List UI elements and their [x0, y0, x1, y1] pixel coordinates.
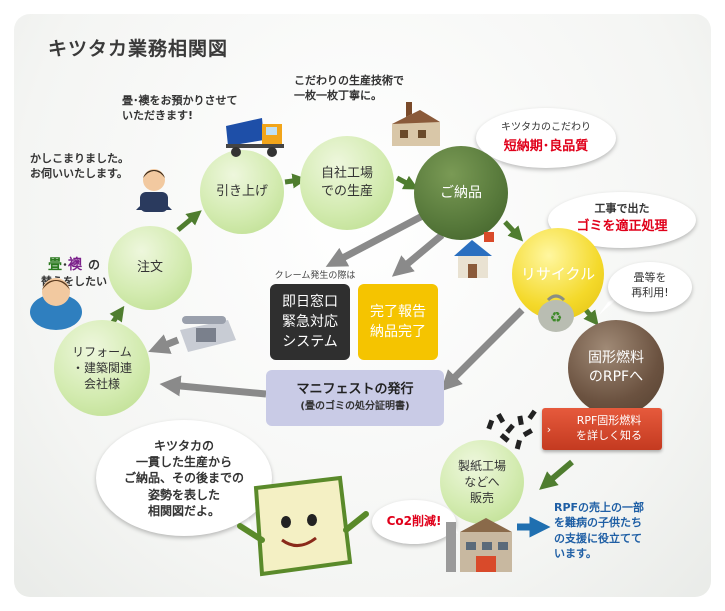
quality-bubble — [476, 108, 616, 168]
arrow-delivery-to-recycle — [503, 220, 524, 242]
arrow-phone-to-reform — [148, 334, 180, 354]
page-title: キツタカ業務相関図 — [48, 38, 229, 60]
truck-icon — [226, 118, 284, 157]
arrow-manifest-to-reform — [159, 375, 267, 398]
customer-person-icon — [30, 278, 82, 330]
tatami-mascot-icon — [237, 475, 369, 577]
disposal-bubble-top: 工事で出た — [594, 202, 650, 215]
claim-label: クレーム発生の際は — [274, 271, 356, 281]
house-icon — [454, 232, 494, 278]
quality-bubble-top: キツタカのこだわり — [501, 122, 591, 133]
customer-speech-tatami: 畳 — [47, 257, 62, 274]
arrow-pickup-to-factory — [284, 173, 308, 189]
node-delivery: ご納品 — [414, 146, 508, 240]
customer-speech-fusuma: 襖 — [68, 257, 82, 274]
arrow-factory-to-delivery — [395, 175, 419, 190]
customer-speech-no: の — [88, 258, 101, 273]
fuel-pellets-icon — [486, 409, 537, 450]
manifest-title: マニフェストの発行 — [296, 382, 414, 398]
completion-report-box: 完了報告 納品完了 — [358, 284, 438, 360]
arrow-button-to-papermill — [539, 459, 574, 490]
node-factory: 自社工場 での生産 — [300, 136, 394, 230]
reuse-bubble-text: 畳等を 再利用! — [631, 271, 669, 299]
arrow-recycle-to-manifest — [440, 307, 525, 392]
disposal-bubble-bottom: ゴミを適正処理 — [576, 219, 668, 234]
summary-bubble — [96, 420, 272, 536]
staff-speech: かしこまりました。 お伺いいたします。 — [30, 152, 129, 180]
reuse-bubble — [608, 262, 692, 312]
paper-mill-icon — [446, 518, 512, 572]
manifest-box: マニフェストの発行 (畳のゴミの処分証明書) — [266, 370, 444, 426]
summary-bubble-text: キツタカの 一貫した生産から ご納品、その後までの 姿勢を表した 相関図だよ。 — [123, 439, 244, 518]
quality-bubble-bottom: 短納期･良品質 — [503, 139, 589, 154]
customer-speech-dot: ･ — [61, 258, 68, 273]
arrow-order-to-pickup — [176, 210, 202, 232]
rpf-details-label: RPF固形燃料 を詳しく知る — [576, 414, 642, 442]
craft-speech: こだわりの生産技術で 一枚一枚丁寧に。 — [294, 74, 404, 102]
node-paper-mill: 製紙工場 などへ 販売 — [440, 440, 524, 524]
manifest-subtitle: (畳のゴミの処分証明書) — [300, 401, 410, 413]
rpf-donation-text: RPFの売上の一部 を難病の子供たち の支援に役立てて います。 — [554, 501, 645, 561]
same-day-response-box: 即日窓口 緊急対応 システム — [270, 284, 350, 360]
node-pickup: 引き上げ — [200, 150, 284, 234]
rpf-details-button[interactable]: › RPF固形燃料 を詳しく知る — [542, 408, 662, 450]
chevron-right-icon: › — [546, 422, 552, 436]
node-order: 注文 — [108, 226, 192, 310]
node-fuel: 固形燃料 のRPFへ — [568, 320, 664, 416]
co2-bubble — [372, 500, 456, 544]
arrow-delivery-to-sameday — [325, 208, 432, 267]
recycle-bag-icon: ♻ — [538, 294, 574, 332]
staff-person-icon — [136, 169, 172, 212]
node-reform: リフォーム ・建築関連 会社様 — [54, 320, 150, 416]
co2-bubble-text: Co2削減! — [386, 514, 442, 528]
factory-icon — [392, 102, 440, 146]
telephone-icon — [180, 316, 236, 352]
truck-speech: 畳･襖をお預かりさせて いただきます! — [122, 94, 238, 122]
svg-text:♻: ♻ — [550, 310, 563, 326]
arrow-delivery-to-report — [391, 232, 445, 277]
